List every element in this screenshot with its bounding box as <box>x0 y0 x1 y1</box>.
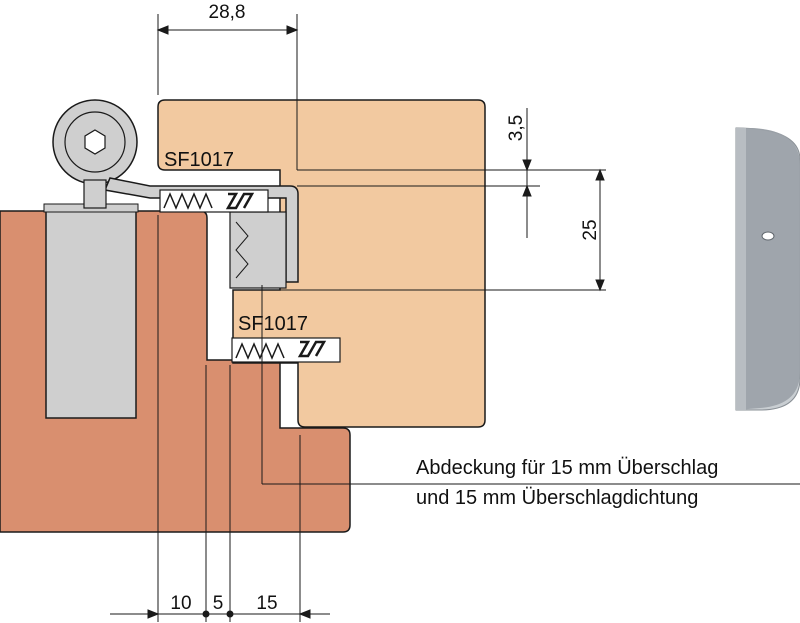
seal-bottom-label: SF1017 <box>238 313 308 335</box>
dimension-offset-top <box>297 108 540 238</box>
hex-socket-icon <box>84 129 106 155</box>
hinge-body <box>45 207 137 419</box>
cover-block <box>229 211 287 289</box>
dimension-bottom <box>110 609 330 619</box>
dimension-offset-top-value: 3,5 <box>506 115 527 141</box>
dimension-bottom-c-value: 15 <box>256 593 277 614</box>
dimension-height-right <box>233 168 606 292</box>
dimension-bottom-b-value: 5 <box>213 593 224 614</box>
screw-hole-icon <box>761 231 775 241</box>
dimension-width-top-value: 28,8 <box>209 2 246 23</box>
cover-block-detail <box>235 221 249 279</box>
seal-top <box>159 189 269 213</box>
seal-bottom <box>231 337 341 363</box>
reference-lines <box>157 215 800 622</box>
note-line-1: Abdeckung für 15 mm Überschlag <box>416 457 718 479</box>
hinge-arm <box>103 177 299 283</box>
note-line-2: und 15 mm Überschlagdichtung <box>416 487 698 509</box>
dimension-bottom-a-value: 10 <box>170 593 191 614</box>
dimension-top-width <box>156 14 299 170</box>
seal-top-label: SF1017 <box>164 149 234 171</box>
cover-part-3d <box>735 127 800 411</box>
dimension-height-right-value: 25 <box>580 219 601 240</box>
hinge-neck <box>83 179 107 209</box>
